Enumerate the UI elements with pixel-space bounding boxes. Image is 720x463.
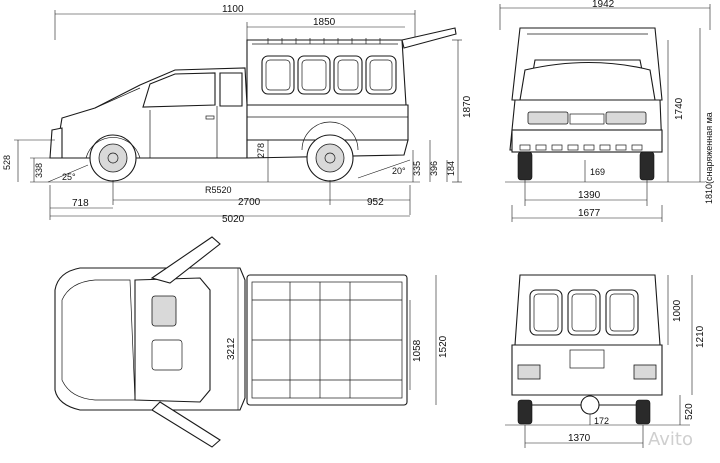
approach-angle: 25° (62, 172, 76, 182)
dim-1210: 1210 (695, 325, 706, 348)
dim-520: 520 (684, 403, 695, 420)
dim-1740: 1740 (674, 97, 685, 120)
dim-R5520: R5520 (205, 185, 232, 195)
watermark-text: Avito (648, 429, 693, 450)
dim-169: 169 (590, 167, 605, 177)
departure-angle: 20° (392, 166, 406, 176)
top-view: 3212 1058 1520 (54, 236, 449, 448)
dim-1390: 1390 (578, 190, 601, 201)
dim-528: 528 (2, 155, 12, 170)
dim-1520: 1520 (438, 335, 449, 358)
dim-1677: 1677 (578, 208, 601, 219)
side-view: 1100 1850 (2, 4, 473, 225)
dim-718: 718 (72, 198, 89, 209)
dim-1100: 1100 (222, 4, 244, 15)
dim-1850: 1850 (313, 17, 336, 28)
dim-1810: 1810(снаряженная ма (704, 112, 714, 204)
dim-278: 278 (256, 143, 266, 158)
dim-5020: 5020 (222, 214, 245, 225)
rear-view: 172 1000 1210 520 1370 (505, 274, 706, 448)
dim-1870: 1870 (462, 95, 473, 118)
dim-184: 184 (446, 161, 456, 176)
dim-172: 172 (594, 416, 609, 426)
dim-335: 335 (412, 161, 422, 176)
dim-3212: 3212 (226, 337, 237, 360)
dim-396: 396 (429, 161, 439, 176)
dim-1000: 1000 (672, 299, 683, 322)
dim-1942: 1942 (592, 0, 615, 10)
front-view: 1942 169 1740 1810(снаряженная ма (499, 0, 714, 222)
dim-1058: 1058 (412, 339, 423, 362)
dim-952: 952 (367, 197, 384, 208)
dim-1370: 1370 (568, 433, 591, 444)
dim-338: 338 (34, 163, 44, 178)
dim-2700: 2700 (238, 197, 261, 208)
